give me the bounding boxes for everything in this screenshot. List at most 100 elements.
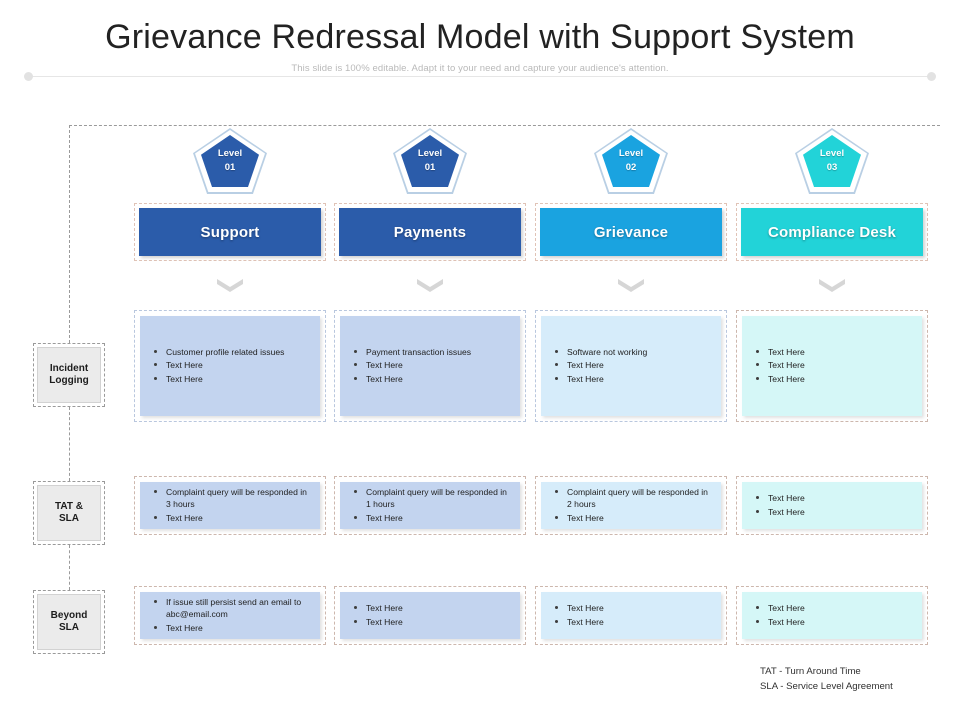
legend-line-sla: SLA - Service Level Agreement bbox=[760, 681, 893, 693]
content-box-col4-row3-fill: Text Here Text Here bbox=[742, 592, 922, 639]
bullet-list-col1-row2: Complaint query will be responded in 3 h… bbox=[140, 486, 320, 525]
bullet-list-col2-row2: Complaint query will be responded in 1 h… bbox=[340, 486, 520, 525]
content-box-col4-row2[interactable]: Text Here Text Here bbox=[736, 476, 928, 535]
bullet-list-col1-row3: If issue still persist send an email to … bbox=[140, 596, 320, 635]
bullet-list-col3-row2: Complaint query will be responded in 2 h… bbox=[541, 486, 721, 525]
list-item: Text Here bbox=[555, 602, 715, 614]
list-item: Text Here bbox=[555, 616, 715, 628]
content-box-col1-row2[interactable]: Complaint query will be responded in 3 h… bbox=[134, 476, 326, 535]
header-box-col4[interactable]: Compliance Desk bbox=[736, 203, 928, 261]
top-connector-line bbox=[69, 125, 940, 126]
content-box-col4-row3[interactable]: Text Here Text Here bbox=[736, 586, 928, 645]
bullet-list-col4-row2: Text Here Text Here bbox=[742, 492, 922, 518]
list-item: Text Here bbox=[756, 359, 916, 371]
bullet-list-col2-row3: Text Here Text Here bbox=[340, 602, 520, 628]
content-box-col1-row3-fill: If issue still persist send an email to … bbox=[140, 592, 320, 639]
bullet-list-col3-row3: Text Here Text Here bbox=[541, 602, 721, 628]
level-label-line1-col1: Level bbox=[217, 148, 243, 160]
header-box-col1-fill: Support bbox=[139, 208, 321, 256]
bullet-list-col2-row1: Payment transaction issues Text Here Tex… bbox=[340, 346, 520, 386]
title-divider bbox=[30, 76, 930, 77]
chevron-col4 bbox=[819, 279, 845, 292]
list-item: Text Here bbox=[756, 346, 916, 358]
list-item: Complaint query will be responded in 2 h… bbox=[555, 486, 715, 510]
stage-tat-sla[interactable]: TAT &SLA bbox=[33, 481, 105, 545]
content-box-col2-row3[interactable]: Text Here Text Here bbox=[334, 586, 526, 645]
bullet-list-col3-row1: Software not working Text Here Text Here bbox=[541, 346, 721, 386]
level-label-line2-col4: 03 bbox=[826, 162, 838, 173]
header-box-col4-fill: Compliance Desk bbox=[741, 208, 923, 256]
level-label-line1-col2: Level bbox=[417, 148, 443, 160]
legend-line-tat: TAT - Turn Around Time bbox=[760, 666, 861, 677]
level-label-line2-col1: 01 bbox=[224, 162, 236, 173]
chevron-col1 bbox=[217, 279, 243, 292]
list-item: Text Here bbox=[756, 373, 916, 385]
header-box-col2[interactable]: Payments bbox=[334, 203, 526, 261]
chevron-col2 bbox=[417, 279, 443, 292]
list-item: Text Here bbox=[154, 512, 314, 524]
content-box-col3-row1-fill: Software not working Text Here Text Here bbox=[541, 316, 721, 416]
divider-dot-right bbox=[927, 72, 936, 81]
content-box-col4-row1[interactable]: Text Here Text Here Text Here bbox=[736, 310, 928, 422]
list-item: Text Here bbox=[354, 373, 514, 385]
level-badge-col2[interactable]: Level 01 bbox=[393, 128, 467, 194]
content-box-col2-row1-fill: Payment transaction issues Text Here Tex… bbox=[340, 316, 520, 416]
divider-dot-left bbox=[24, 72, 33, 81]
legend: TAT - Turn Around Time SLA - Service Lev… bbox=[760, 664, 893, 695]
content-box-col3-row3-fill: Text Here Text Here bbox=[541, 592, 721, 639]
list-item: Text Here bbox=[154, 359, 314, 371]
content-box-col1-row1[interactable]: Customer profile related issues Text Her… bbox=[134, 310, 326, 422]
list-item: Payment transaction issues bbox=[354, 346, 514, 358]
header-box-col1[interactable]: Support bbox=[134, 203, 326, 261]
header-label-col3: Grievance bbox=[593, 223, 669, 241]
left-connector-line-1 bbox=[69, 125, 70, 343]
bullet-list-col4-row3: Text Here Text Here bbox=[742, 602, 922, 628]
list-item: If issue still persist send an email to … bbox=[154, 596, 314, 620]
list-item: Complaint query will be responded in 3 h… bbox=[154, 486, 314, 510]
left-connector-line-3 bbox=[69, 545, 70, 590]
chevron-col3 bbox=[618, 279, 644, 292]
level-label-line2-col2: 01 bbox=[424, 162, 436, 173]
list-item: Text Here bbox=[756, 492, 916, 504]
bullet-list-col1-row1: Customer profile related issues Text Her… bbox=[140, 346, 320, 386]
content-box-col1-row1-fill: Customer profile related issues Text Her… bbox=[140, 316, 320, 416]
header-box-col3[interactable]: Grievance bbox=[535, 203, 727, 261]
list-item: Complaint query will be responded in 1 h… bbox=[354, 486, 514, 510]
level-badge-col1[interactable]: Level 01 bbox=[193, 128, 267, 194]
list-item: Text Here bbox=[154, 373, 314, 385]
list-item: Text Here bbox=[354, 512, 514, 524]
list-item: Text Here bbox=[756, 506, 916, 518]
header-label-col4: Compliance Desk bbox=[767, 223, 897, 241]
list-item: Text Here bbox=[756, 616, 916, 628]
content-box-col4-row2-fill: Text Here Text Here bbox=[742, 482, 922, 529]
level-badge-col4[interactable]: Level 03 bbox=[795, 128, 869, 194]
list-item: Customer profile related issues bbox=[154, 346, 314, 358]
header-label-col2: Payments bbox=[393, 223, 467, 241]
list-item: Software not working bbox=[555, 346, 715, 358]
content-box-col1-row2-fill: Complaint query will be responded in 3 h… bbox=[140, 482, 320, 529]
header-box-col2-fill: Payments bbox=[339, 208, 521, 256]
content-box-col2-row2[interactable]: Complaint query will be responded in 1 h… bbox=[334, 476, 526, 535]
list-item: Text Here bbox=[555, 359, 715, 371]
content-box-col3-row1[interactable]: Software not working Text Here Text Here bbox=[535, 310, 727, 422]
content-box-col3-row2[interactable]: Complaint query will be responded in 2 h… bbox=[535, 476, 727, 535]
page-subtitle: This slide is 100% editable. Adapt it to… bbox=[291, 63, 669, 74]
list-item: Text Here bbox=[354, 602, 514, 614]
content-box-col2-row3-fill: Text Here Text Here bbox=[340, 592, 520, 639]
list-item: Text Here bbox=[354, 359, 514, 371]
content-box-col2-row1[interactable]: Payment transaction issues Text Here Tex… bbox=[334, 310, 526, 422]
left-connector-line-2 bbox=[69, 407, 70, 481]
page-title: Grievance Redressal Model with Support S… bbox=[105, 18, 855, 56]
level-label-line1-col4: Level bbox=[819, 148, 845, 160]
content-box-col3-row3[interactable]: Text Here Text Here bbox=[535, 586, 727, 645]
content-box-col1-row3[interactable]: If issue still persist send an email to … bbox=[134, 586, 326, 645]
content-box-col3-row2-fill: Complaint query will be responded in 2 h… bbox=[541, 482, 721, 529]
list-item: Text Here bbox=[555, 373, 715, 385]
level-label-line1-col3: Level bbox=[618, 148, 644, 160]
level-badge-col3[interactable]: Level 02 bbox=[594, 128, 668, 194]
